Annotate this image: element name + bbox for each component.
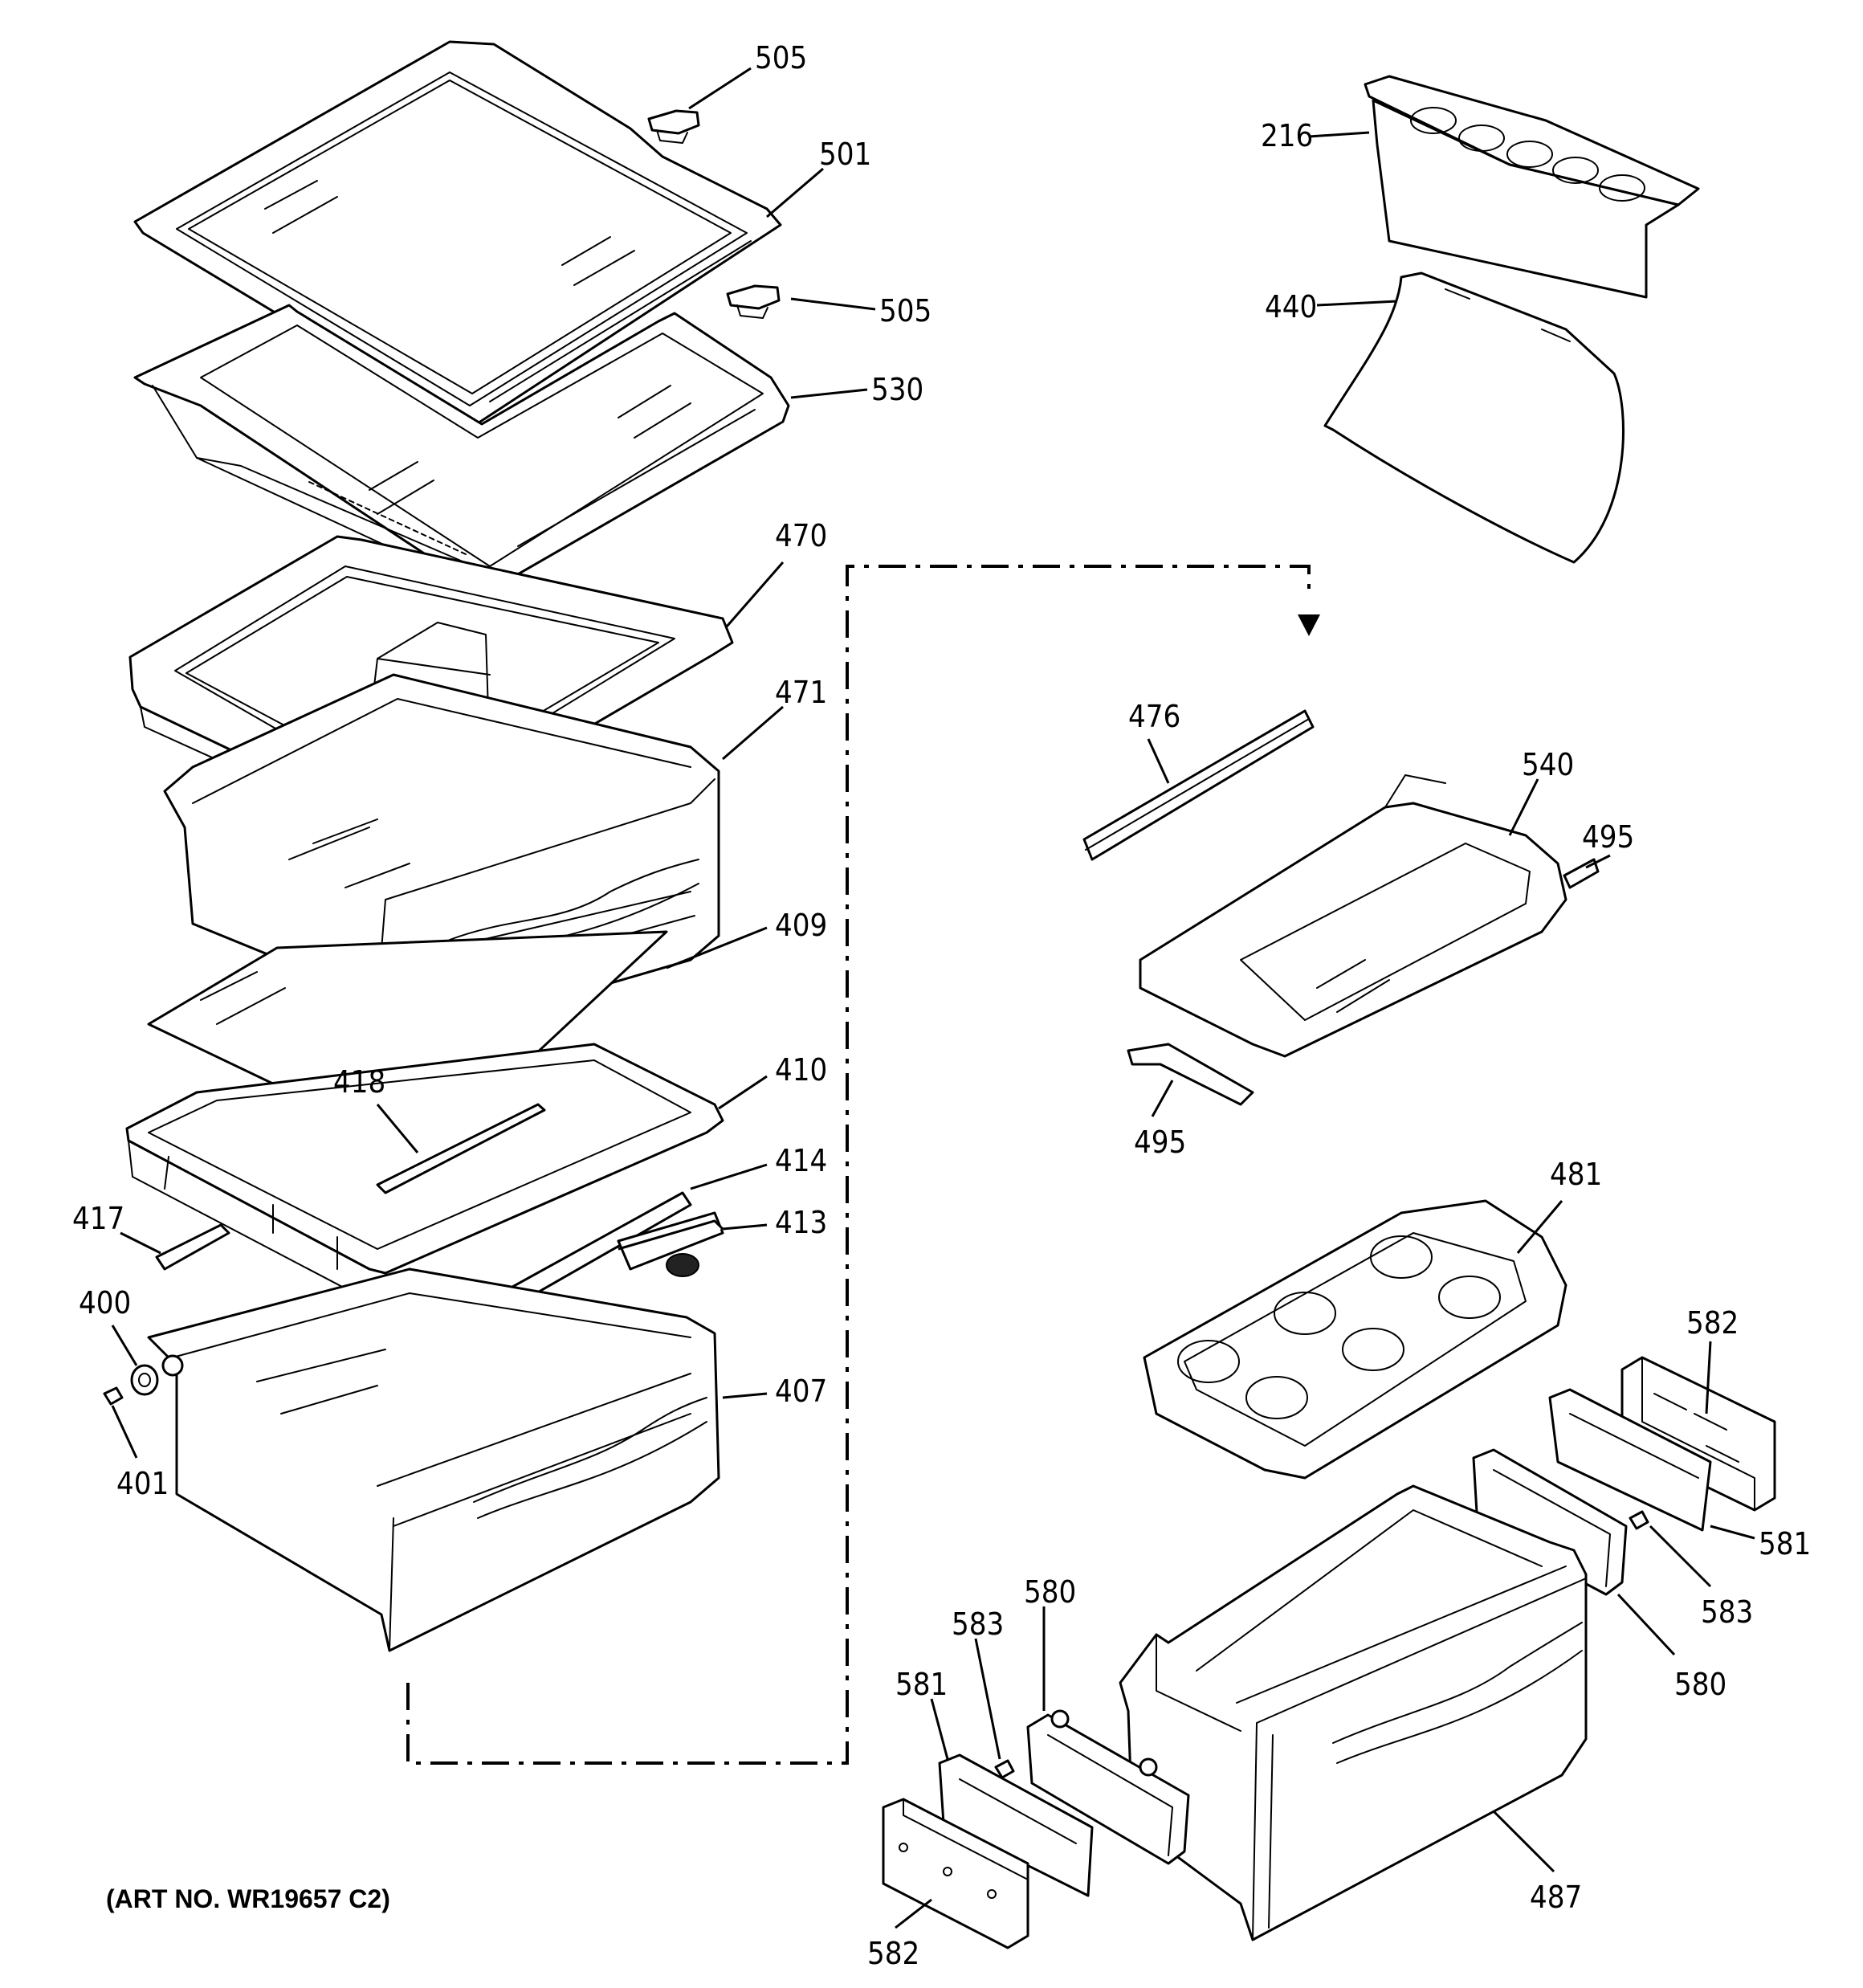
callout-407: 407 bbox=[775, 1374, 827, 1409]
callout-418: 418 bbox=[333, 1064, 385, 1100]
part-580-bracket-lower bbox=[1026, 1709, 1190, 1865]
arrowhead bbox=[1298, 614, 1320, 636]
callout-labels: 505 501 505 530 470 471 409 418 410 414 … bbox=[72, 40, 1811, 1971]
leader-487 bbox=[1492, 1810, 1555, 1873]
leader-413 bbox=[722, 1223, 768, 1231]
part-583-screw-lower bbox=[994, 1759, 1015, 1779]
part-481-egg-tray bbox=[1143, 1199, 1567, 1480]
leader-505b bbox=[790, 297, 876, 311]
callout-409: 409 bbox=[775, 908, 827, 943]
callout-501: 501 bbox=[819, 137, 871, 172]
leader-410 bbox=[718, 1075, 768, 1110]
callout-583a: 583 bbox=[1701, 1594, 1753, 1630]
leader-581a bbox=[1710, 1525, 1755, 1540]
leader-417 bbox=[120, 1231, 161, 1255]
part-400-knob bbox=[130, 1364, 159, 1396]
part-417-rod bbox=[155, 1223, 230, 1271]
leader-540 bbox=[1508, 778, 1539, 836]
leader-216 bbox=[1308, 131, 1370, 138]
callout-481: 481 bbox=[1550, 1157, 1602, 1192]
callout-495b: 495 bbox=[1134, 1125, 1186, 1160]
callout-581b: 581 bbox=[895, 1667, 948, 1702]
part-581-rail-upper bbox=[1548, 1388, 1712, 1532]
callout-216: 216 bbox=[1261, 118, 1313, 153]
leader-407 bbox=[722, 1392, 768, 1399]
leader-505a bbox=[688, 67, 752, 110]
leader-583a bbox=[1649, 1525, 1712, 1588]
leader-580b bbox=[1616, 1593, 1676, 1656]
part-495-rail-lower bbox=[1127, 1043, 1254, 1106]
leader-lines bbox=[111, 67, 1755, 1929]
part-581-rail-lower bbox=[938, 1753, 1094, 1897]
callout-505b: 505 bbox=[879, 293, 932, 329]
leader-414 bbox=[690, 1163, 768, 1190]
callout-487: 487 bbox=[1530, 1880, 1582, 1915]
leader-440 bbox=[1316, 300, 1398, 307]
callout-540: 540 bbox=[1522, 747, 1574, 782]
part-476-rail bbox=[1082, 709, 1315, 861]
callout-410: 410 bbox=[775, 1052, 827, 1088]
callout-417: 417 bbox=[72, 1201, 124, 1236]
callout-580b: 580 bbox=[1674, 1667, 1726, 1702]
leader-476 bbox=[1147, 738, 1170, 784]
part-440-cover bbox=[1323, 271, 1625, 564]
leader-409 bbox=[666, 926, 768, 970]
leader-501 bbox=[766, 167, 824, 218]
callout-583b: 583 bbox=[952, 1606, 1004, 1642]
art-number: (ART NO. WR19657 C2) bbox=[106, 1884, 390, 1913]
callout-470: 470 bbox=[775, 518, 827, 553]
leader-583b bbox=[974, 1638, 1001, 1760]
callout-440: 440 bbox=[1265, 289, 1317, 325]
callout-414: 414 bbox=[775, 1143, 827, 1178]
callout-580a: 580 bbox=[1024, 1574, 1076, 1610]
leader-400 bbox=[111, 1325, 138, 1366]
part-583-screw-upper bbox=[1629, 1510, 1649, 1530]
part-582-block-lower bbox=[882, 1798, 1029, 1949]
leader-418 bbox=[376, 1104, 419, 1153]
callout-582a: 582 bbox=[1686, 1305, 1739, 1341]
leader-495b bbox=[1151, 1080, 1174, 1117]
dash-dot-relation-line bbox=[406, 565, 1311, 1765]
callout-471: 471 bbox=[775, 675, 827, 710]
callout-476: 476 bbox=[1128, 699, 1180, 734]
callout-495a: 495 bbox=[1582, 819, 1634, 855]
part-505-clip-lower bbox=[726, 284, 781, 319]
part-540-cover bbox=[1139, 774, 1567, 1058]
callout-581a: 581 bbox=[1759, 1526, 1811, 1561]
leader-581b bbox=[930, 1698, 949, 1760]
leader-401 bbox=[111, 1405, 138, 1459]
part-407-lower-pan bbox=[147, 1268, 720, 1652]
part-216-bin bbox=[1364, 75, 1700, 299]
callout-582b: 582 bbox=[867, 1936, 919, 1971]
part-505-clip-upper bbox=[647, 109, 700, 144]
part-401-screw bbox=[103, 1386, 124, 1406]
leader-582b bbox=[895, 1898, 932, 1929]
leader-471 bbox=[722, 705, 784, 761]
callout-400: 400 bbox=[79, 1285, 131, 1321]
callout-530: 530 bbox=[871, 372, 923, 407]
leader-582a bbox=[1705, 1341, 1712, 1414]
part-413-handle bbox=[617, 1211, 724, 1277]
part-418-bar bbox=[376, 1103, 546, 1194]
callout-401: 401 bbox=[116, 1466, 169, 1501]
callout-413: 413 bbox=[775, 1205, 827, 1240]
leader-495a bbox=[1585, 854, 1611, 869]
leader-470 bbox=[725, 561, 785, 627]
part-487-pan bbox=[1119, 1484, 1588, 1941]
leader-481 bbox=[1516, 1200, 1563, 1254]
leader-530 bbox=[790, 388, 868, 399]
part-410-frame bbox=[125, 1043, 724, 1306]
callout-505a: 505 bbox=[755, 40, 807, 76]
